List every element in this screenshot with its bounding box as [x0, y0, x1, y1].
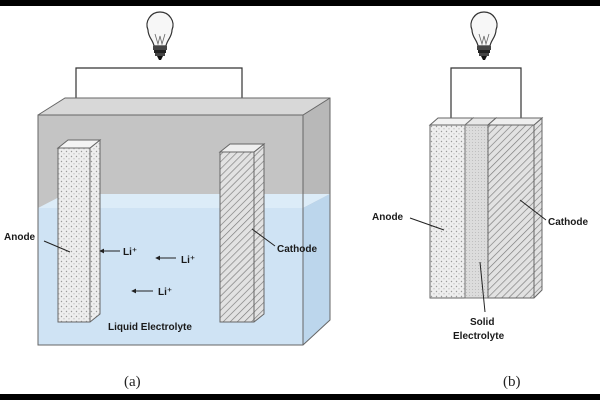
cathode-electrode-a — [218, 142, 266, 323]
light-bulb-icon — [470, 11, 498, 60]
cathode-pointer-a — [251, 228, 276, 247]
cathode-label-a: Cathode — [277, 244, 317, 255]
ion-label-3: Li⁺ — [158, 287, 172, 298]
circuit-wire-b — [450, 67, 522, 118]
solid-electrolyte-pointer — [479, 261, 486, 313]
solid-electrolyte-label-line2: Electrolyte — [453, 331, 505, 342]
anode-label-b: Anode — [372, 212, 404, 223]
ion-label-1: Li⁺ — [123, 247, 137, 258]
liquid-electrolyte-label: Liquid Electrolyte — [108, 322, 192, 333]
caption-b: (b) — [503, 374, 521, 390]
cathode-electrode-b — [486, 116, 544, 299]
anode-pointer-b — [409, 217, 445, 231]
diagram-b: Anode Cathode Solid Electrolyte (b) — [372, 11, 588, 390]
top-border-bar — [0, 0, 600, 6]
cathode-pointer-b — [519, 199, 547, 221]
cathode-label-b: Cathode — [548, 217, 588, 228]
caption-a: (a) — [124, 374, 141, 390]
ion-label-2: Li⁺ — [181, 255, 195, 266]
diagram-a: Anode Cathode Li⁺ Li⁺ Li⁺ Liquid Electro… — [4, 11, 331, 390]
bottom-border-bar — [0, 394, 600, 400]
anode-pointer-a — [43, 240, 71, 253]
light-bulb-icon — [146, 11, 174, 60]
anode-label-a: Anode — [4, 232, 36, 243]
anode-electrode-a — [56, 138, 102, 323]
solid-electrolyte-label-line1: Solid — [470, 317, 494, 328]
